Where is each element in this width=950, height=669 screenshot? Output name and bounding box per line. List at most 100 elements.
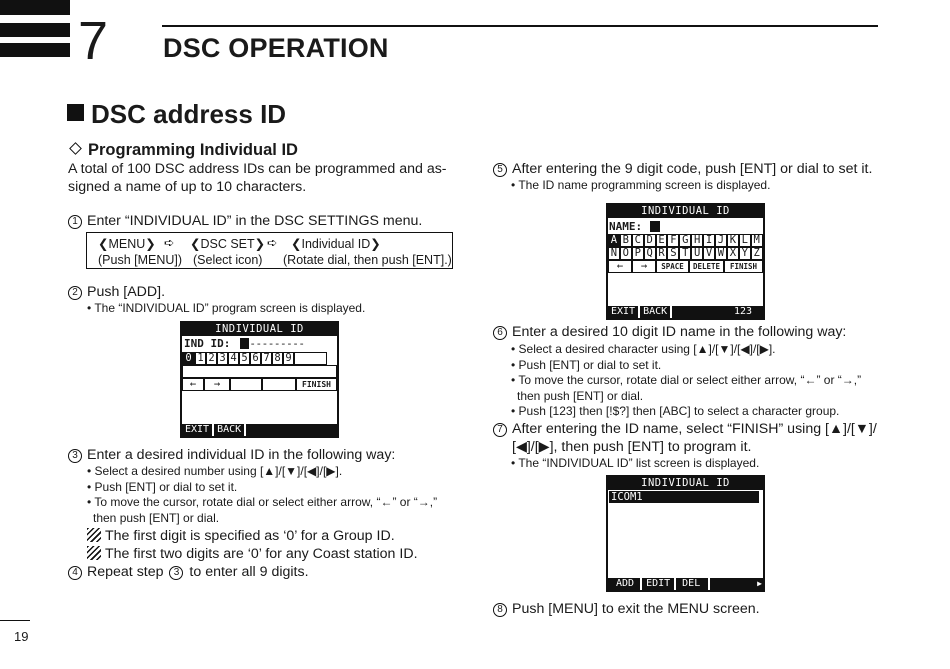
lcd-nav-row: ← → SPACE DELETE FINISH (608, 260, 763, 273)
letter-key[interactable]: O (619, 247, 632, 260)
step-number: 1 (68, 215, 82, 229)
step-7-bullet: • The “INDIVIDUAL ID” list screen is dis… (511, 456, 760, 470)
page-number-rule (0, 620, 30, 621)
right-arrow-key[interactable]: → (632, 260, 656, 273)
letter-key[interactable]: L (738, 234, 751, 247)
list-item-selected[interactable]: ICOM1 (609, 491, 759, 503)
letter-key[interactable]: I (703, 234, 716, 247)
letter-key[interactable]: B (619, 234, 632, 247)
dscset-key: ❮DSC SET❯ (190, 237, 266, 251)
chapter-title: DSC OPERATION (163, 33, 389, 63)
note-icon (87, 546, 101, 560)
back-softkey[interactable]: BACK (640, 306, 673, 318)
digit-key[interactable]: 1 (195, 352, 206, 365)
step-3-notes: The first digit is specified as ‘0’ for … (87, 527, 418, 563)
letter-key[interactable]: D (643, 234, 656, 247)
letter-key[interactable]: P (631, 247, 644, 260)
letter-key[interactable]: J (715, 234, 727, 247)
digit-key[interactable]: 2 (206, 352, 217, 365)
digit-key[interactable]: 7 (261, 352, 272, 365)
letter-key[interactable]: H (691, 234, 704, 247)
letter-key[interactable]: M (750, 234, 763, 247)
lcd-nav-row: ← → FINISH (182, 378, 337, 391)
step-text: Enter a desired 10 digit ID name in the … (512, 324, 847, 340)
step-text: After entering the ID name, select “FINI… (512, 421, 877, 437)
letter-key[interactable]: G (679, 234, 692, 247)
edit-softkey[interactable]: EDIT (642, 578, 677, 590)
note-line: The first digit is specified as ‘0’ for … (87, 527, 418, 545)
chapter-tab-bar-bottom (0, 43, 70, 57)
header-rule (162, 25, 878, 27)
add-softkey[interactable]: ADD (608, 578, 643, 590)
letter-key[interactable]: Y (738, 247, 751, 260)
digit-key[interactable]: 9 (283, 352, 294, 365)
letter-key[interactable]: A (608, 234, 620, 247)
exit-softkey[interactable]: EXIT (182, 424, 215, 436)
lcd-individual-id-entry: INDIVIDUAL ID IND ID: --------- 0 1 2 3 … (180, 321, 339, 438)
step-5: 5 After entering the 9 digit code, push [… (493, 160, 872, 178)
del-softkey[interactable]: DEL (676, 578, 711, 590)
back-softkey[interactable]: BACK (214, 424, 247, 436)
bullet-line: • To move the cursor, rotate dial or sel… (511, 373, 862, 387)
letter-key[interactable]: E (655, 234, 668, 247)
scroll-right-icon: ▶ (757, 579, 762, 588)
lcd-title: INDIVIDUAL ID (608, 205, 763, 218)
letter-key[interactable]: Q (643, 247, 656, 260)
bullet-line: • Push [ENT] or dial to set it. (511, 357, 662, 372)
digit-grid-empty-row (182, 365, 337, 378)
bullet-line: • Select a desired number using [▲]/[▼]/… (87, 464, 343, 478)
subsection-heading: Programming Individual ID (68, 141, 298, 160)
letter-key[interactable]: S (667, 247, 680, 260)
digit-key[interactable]: 5 (239, 352, 250, 365)
note-line: The first two digits are ‘0’ for any Coa… (87, 545, 418, 563)
letter-key[interactable]: T (679, 247, 692, 260)
step-number: 5 (493, 163, 507, 177)
letter-key[interactable]: F (667, 234, 680, 247)
letter-key[interactable]: R (655, 247, 668, 260)
step-6-bullets: • Select a desired character using [▲]/[… (511, 342, 861, 420)
step-text-tail: to enter all 9 digits. (189, 564, 309, 580)
step-5-bullet: • The ID name programming screen is disp… (511, 178, 771, 192)
square-bullet-icon (67, 104, 84, 121)
delete-key[interactable]: DELETE (689, 260, 724, 273)
exit-softkey[interactable]: EXIT (608, 306, 641, 318)
menu-path-box: ❮MENU❯ ➪ ❮DSC SET❯ ➪ ❮Individual ID❯ (Pu… (86, 232, 453, 269)
letter-key[interactable]: V (703, 247, 716, 260)
finish-key[interactable]: FINISH (724, 260, 763, 273)
digit-key[interactable]: 3 (217, 352, 228, 365)
cursor-block (650, 220, 661, 232)
digit-key[interactable]: 8 (272, 352, 283, 365)
bullet-line: • To move the cursor, rotate dial or sel… (87, 495, 438, 509)
letter-key[interactable]: C (631, 234, 644, 247)
digit-key[interactable]: 4 (228, 352, 239, 365)
intro-line: signed a name of up to 10 characters. (68, 179, 307, 195)
step-text: Push [MENU] to exit the MENU screen. (512, 601, 760, 617)
123-softkey[interactable]: 123 (733, 306, 752, 317)
letter-key[interactable]: N (608, 247, 620, 260)
bullet-line: then push [ENT] or dial. (517, 388, 644, 403)
step-text: After entering the 9 digit code, push [E… (512, 161, 873, 177)
step-number: 3 (68, 449, 82, 463)
letter-key[interactable]: U (691, 247, 704, 260)
note-icon (87, 528, 101, 542)
letter-key[interactable]: W (715, 247, 727, 260)
chapter-tab-bar-middle (0, 23, 70, 37)
letter-key[interactable]: Z (750, 247, 763, 260)
left-arrow-key[interactable]: ← (608, 260, 632, 273)
digit-key[interactable]: 0 (182, 352, 195, 365)
right-arrow-key[interactable]: → (204, 378, 230, 391)
letter-key[interactable]: X (726, 247, 739, 260)
letter-key[interactable]: K (726, 234, 739, 247)
space-key[interactable]: SPACE (656, 260, 689, 273)
left-arrow-key[interactable]: ← (182, 378, 204, 391)
finish-key[interactable]: FINISH (296, 378, 337, 391)
step-number: 4 (68, 566, 82, 580)
digit-key[interactable]: 6 (250, 352, 261, 365)
digit-key-empty (294, 352, 327, 365)
